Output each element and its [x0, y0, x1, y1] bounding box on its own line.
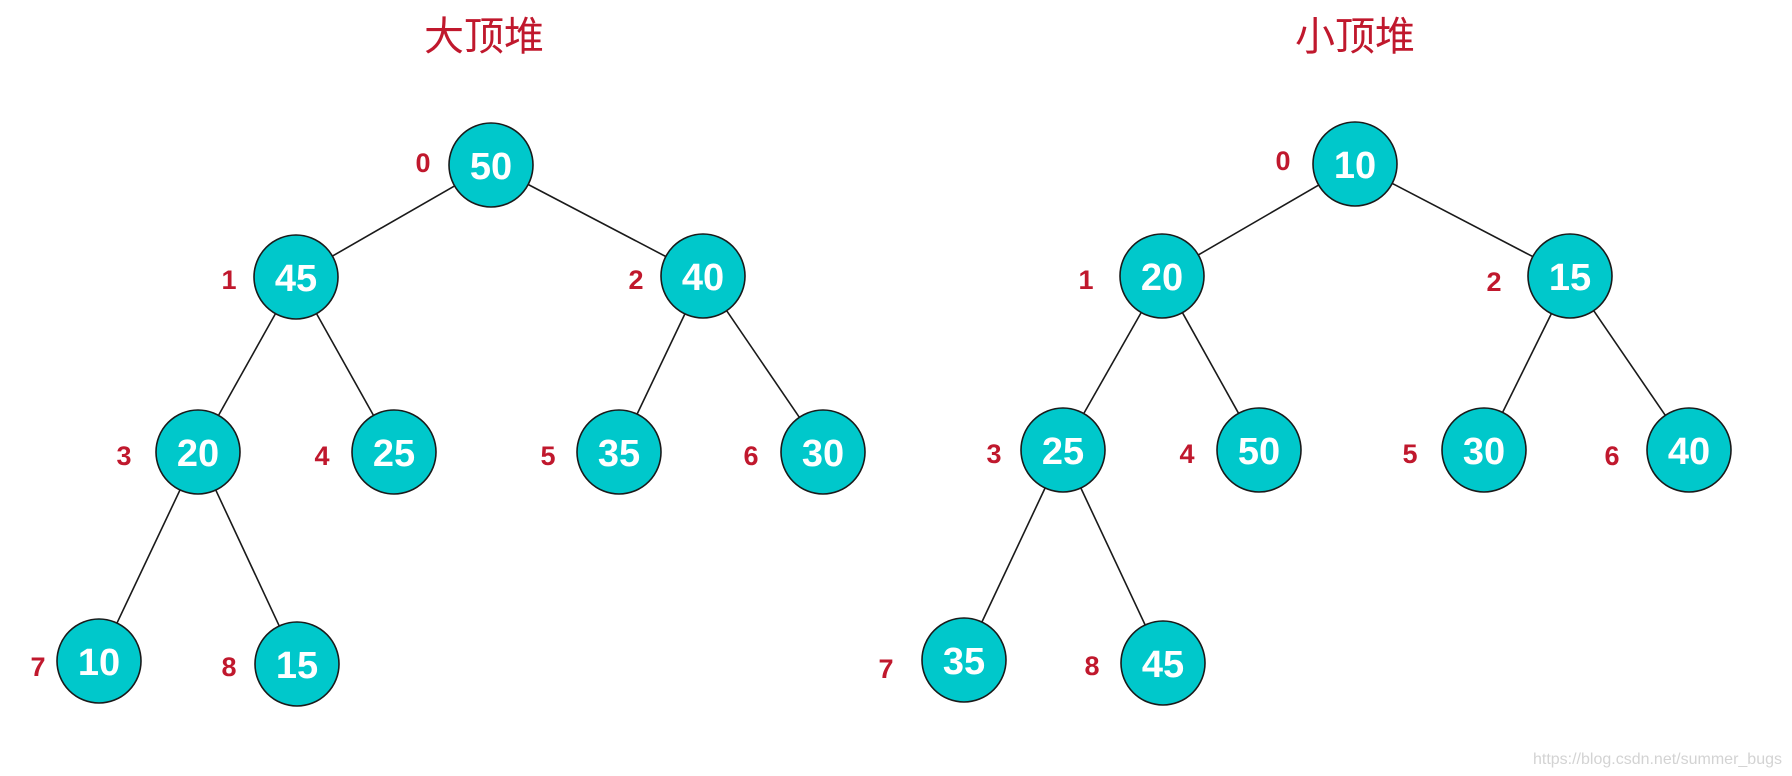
node-index-label: 1: [1078, 265, 1093, 295]
node-circle: [576, 409, 662, 495]
node-circle: [1020, 407, 1106, 493]
tree-edge: [636, 313, 686, 415]
node-index-label: 5: [540, 441, 555, 471]
node-circle: [780, 409, 866, 495]
node-value: 25: [373, 433, 415, 475]
heap-node: 40: [660, 233, 746, 319]
node-value: 20: [1141, 257, 1183, 299]
node-index-label: 3: [116, 441, 131, 471]
tree-edge: [332, 185, 455, 257]
node-circle: [1312, 121, 1398, 207]
tree-edge: [527, 183, 667, 258]
node-circle: [253, 234, 339, 320]
node-circle: [1119, 233, 1205, 319]
node-value: 50: [470, 146, 512, 188]
heap-node: 25: [351, 409, 437, 495]
node-circle: [1441, 407, 1527, 493]
heap-node: 35: [921, 617, 1007, 703]
node-index-label: 4: [1179, 439, 1194, 469]
heap-node: 10: [1312, 121, 1398, 207]
heap-node: 20: [155, 409, 241, 495]
heap-node: 45: [1120, 620, 1206, 706]
node-index-label: 2: [628, 265, 643, 295]
watermark: https://blog.csdn.net/summer_bugs: [1533, 751, 1782, 768]
node-value: 35: [943, 641, 985, 683]
node-value: 10: [1334, 145, 1376, 187]
node-value: 50: [1238, 431, 1280, 473]
node-index-label: 8: [1084, 651, 1099, 681]
tree-edge: [315, 313, 375, 416]
node-value: 25: [1042, 431, 1084, 473]
node-index-label: 0: [1275, 146, 1290, 176]
heap-2: 小顶堆 10 0 20 1 15 2 25 3 50 4 30 5 40 6 35 7 45 8: [878, 14, 1732, 706]
heap-node: 10: [56, 618, 142, 704]
heap-title: 大顶堆: [424, 14, 544, 60]
node-value: 45: [275, 258, 317, 300]
node-value: 30: [802, 433, 844, 475]
node-index-label: 2: [1486, 267, 1501, 297]
node-value: 40: [1668, 431, 1710, 473]
heap-node: 25: [1020, 407, 1106, 493]
tree-edge: [981, 487, 1046, 623]
heap-1: 大顶堆 50 0 45 1 40 2 20 3 25 4 35 5 30 6 10 7 15 8: [30, 14, 866, 707]
node-value: 10: [78, 642, 120, 684]
heap-node: 45: [253, 234, 339, 320]
tree-edge: [1080, 487, 1146, 626]
node-circle: [1120, 620, 1206, 706]
heap-node: 30: [780, 409, 866, 495]
tree-edges: [981, 182, 1666, 626]
node-circle: [351, 409, 437, 495]
tree-edge: [725, 310, 801, 418]
node-value: 45: [1142, 644, 1184, 686]
tree-edge: [217, 313, 277, 416]
node-circle: [155, 409, 241, 495]
node-index-label: 6: [1604, 441, 1619, 471]
node-value: 15: [276, 645, 318, 687]
node-circle: [921, 617, 1007, 703]
heap-node: 50: [448, 122, 534, 208]
node-index-label: 7: [878, 654, 893, 684]
heap-node: 35: [576, 409, 662, 495]
tree-edge: [1593, 310, 1666, 416]
node-index-label: 1: [221, 265, 236, 295]
heap-node: 30: [1441, 407, 1527, 493]
heap-node: 50: [1216, 407, 1302, 493]
node-index-label: 6: [743, 441, 758, 471]
tree-edge: [1181, 312, 1240, 414]
heap-node: 20: [1119, 233, 1205, 319]
node-circle: [254, 621, 340, 707]
heap-node: 40: [1646, 407, 1732, 493]
heap-node: 15: [1527, 233, 1613, 319]
tree-edges: [116, 183, 801, 627]
node-circle: [660, 233, 746, 319]
node-value: 40: [682, 257, 724, 299]
node-index-label: 3: [986, 439, 1001, 469]
node-circle: [1646, 407, 1732, 493]
tree-edge: [1501, 313, 1553, 413]
node-value: 15: [1549, 257, 1591, 299]
node-index-label: 8: [221, 652, 236, 682]
node-index-label: 7: [30, 652, 45, 682]
node-circle: [1527, 233, 1613, 319]
heap-title: 小顶堆: [1295, 14, 1415, 60]
node-value: 20: [177, 433, 219, 475]
node-circle: [1216, 407, 1302, 493]
tree-edge: [215, 489, 280, 627]
node-index-label: 0: [415, 148, 430, 178]
node-value: 35: [598, 433, 640, 475]
node-index-label: 5: [1402, 439, 1417, 469]
node-value: 30: [1463, 431, 1505, 473]
node-circle: [56, 618, 142, 704]
tree-edge: [1391, 182, 1534, 258]
heap-node: 15: [254, 621, 340, 707]
tree-edge: [116, 489, 181, 624]
node-index-label: 4: [314, 441, 329, 471]
node-circle: [448, 122, 534, 208]
tree-edge: [1083, 312, 1142, 414]
tree-edge: [1197, 184, 1320, 256]
